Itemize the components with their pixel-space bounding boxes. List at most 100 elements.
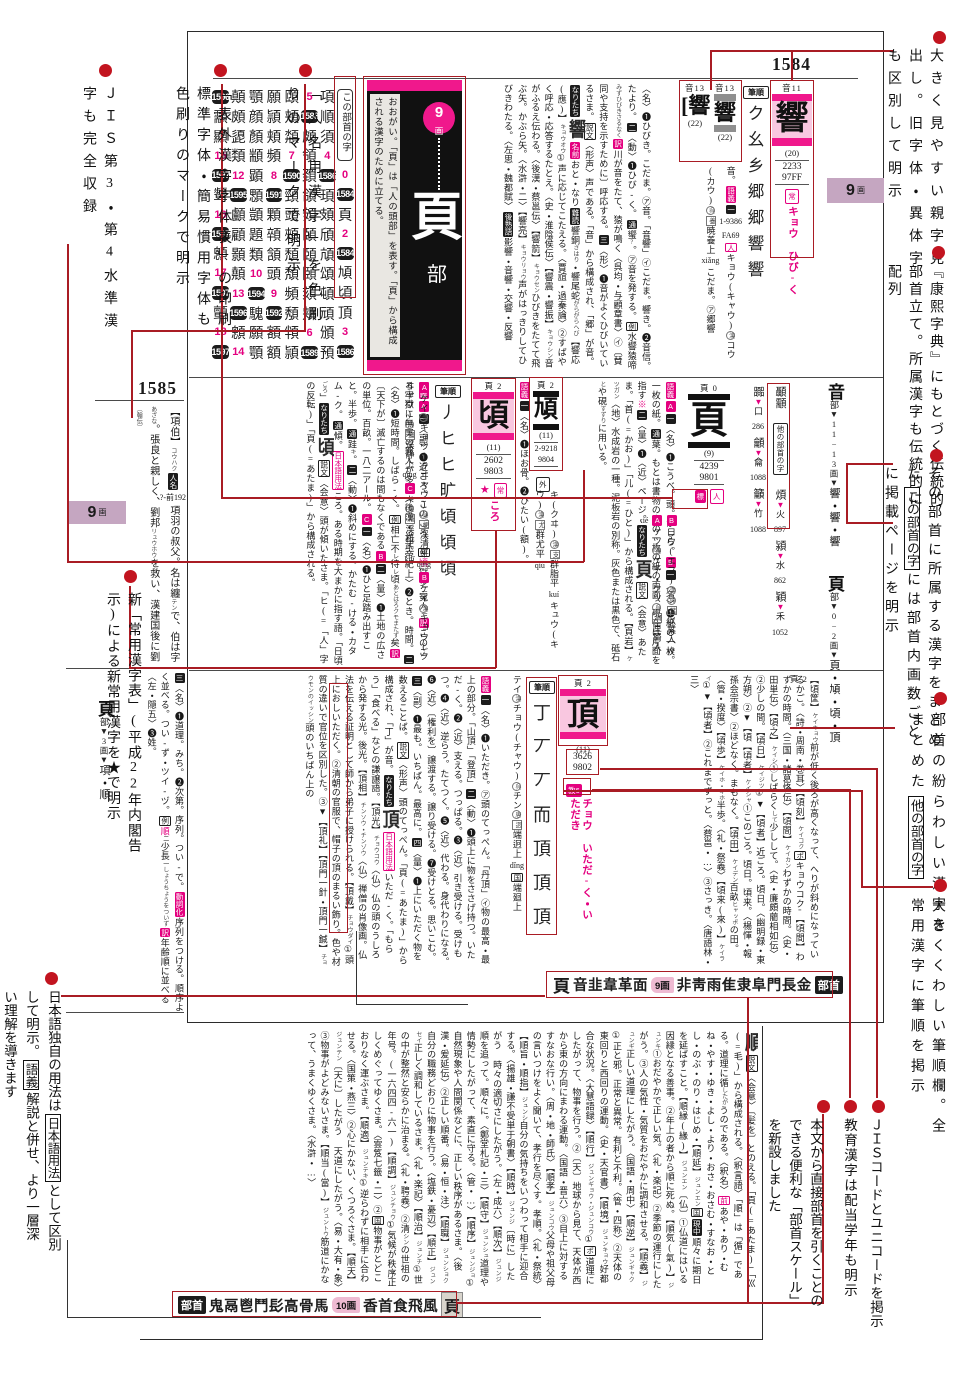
text-run: 日本語用法 — [383, 831, 396, 872]
cell-value: 頻 — [284, 287, 299, 304]
text-run: ケイカン — [783, 844, 790, 869]
text-run: 呉 — [405, 420, 415, 430]
text-run: 【順序】 — [465, 1215, 476, 1249]
radical-scale-bottom: 部首 鬼鬲鬯鬥髟高骨馬 10画 香首食飛風 頁 — [174, 1292, 468, 1318]
text-run: 順 — [742, 1031, 758, 1054]
hashira-right-top: 音部▼11−13画▼響・響・響 — [822, 383, 847, 563]
cell-value: 頎 — [320, 227, 335, 244]
text-run: ヒャッポ — [730, 901, 737, 926]
kanji-table-cell: 顬 — [212, 107, 230, 127]
cell-value: 1597 — [212, 229, 231, 239]
stroke-step: 頃 — [439, 507, 457, 526]
kyo-jis-code: 2233 — [782, 162, 802, 172]
kyu-total-strokes: (11) — [539, 430, 553, 440]
annotation-runs: 部首の紛らわしい漢字をまとめた他の部首の字 — [908, 712, 945, 938]
cell-value: 1590 — [282, 170, 302, 181]
rule-left-page-top — [95, 400, 184, 401]
kanji-table-header: この部首の字 — [337, 89, 354, 161]
cell-value: 1596 — [229, 308, 248, 319]
kanji-table-cell: 10 — [247, 264, 265, 284]
kyo-kun-reading: ひび-く — [787, 250, 798, 296]
text-run: 前が低く後ろが高くなって、へりが斜めになっているかご。〈詩・周南・巻耳〉 — [794, 675, 819, 959]
cell-value: 頮 — [284, 129, 299, 146]
text-run: 訳 — [613, 139, 624, 149]
other-radical-radical: 禾 — [775, 612, 785, 622]
text-run: の世祖の年号。(一六四四-六一) — [386, 1031, 410, 1283]
text-run: 迥 — [512, 820, 523, 830]
variant-corner-label: 音13 — [714, 83, 735, 93]
text-run: 〈量〉❶土地の広さの単位。百畝。一八二アール。 — [361, 381, 386, 660]
stroke-step: 頂 — [533, 873, 551, 893]
text-run: 【順行】 — [584, 1129, 595, 1164]
annotation-run: 大きく見やすい親字見出し。旧字体・異体字も区別して明示 — [886, 48, 943, 273]
text-run: ①世の中が整然と安らかに治まる。〈礼・聘義〉②清 — [399, 1031, 423, 1285]
text-run: 好都合な状況。〈大慧語録〉 — [584, 1031, 609, 1284]
cell-value: 17 — [214, 268, 226, 279]
text-run: チョウモンのイッシン — [306, 675, 326, 966]
text-run: 端迥上 — [511, 830, 522, 859]
kyo-unicode: 97FF — [781, 172, 803, 183]
kanji-table-cell: 1596 — [229, 306, 248, 320]
kanji-table-cell: 顰 — [212, 185, 230, 205]
other-radical-page: 897 — [774, 525, 786, 535]
kanji-table-cell: 顥 — [229, 244, 247, 264]
text-run: キョウオウ — [558, 123, 565, 154]
text-run: 【順孝】 — [544, 1167, 555, 1201]
cell-value: 頤 — [302, 247, 317, 264]
text-run: して — [770, 810, 777, 823]
annotation-run: 他の部首の字 — [908, 796, 924, 880]
text-run: ? — [628, 239, 635, 246]
annotation-run: 『康熙字典』にもとづく伝統的部首立て。所属漢字も伝統的に配列 — [886, 264, 943, 509]
annotation-bullet — [872, 1100, 885, 1113]
text-run: 年齢順に並べる〈左・隠五〉❸姓。 — [146, 672, 170, 1005]
text-run: ※ — [636, 399, 647, 410]
connector-line — [710, 50, 712, 90]
cell-value: 1596 — [212, 92, 231, 102]
kanji-table-cell: 頃 — [336, 283, 354, 303]
text-run: 頃 — [314, 436, 334, 459]
kanji-table-cell: 顔 — [247, 107, 265, 127]
connector-line — [846, 522, 893, 524]
text-run: 。㋐音を発する。 — [626, 245, 637, 321]
black-band — [688, 394, 730, 400]
text-run: キュウ(キウ) — [534, 490, 559, 649]
text-run: ?-前192 — [159, 492, 186, 502]
text-run: ジュンコウ — [546, 1200, 553, 1231]
text-run: 〈会意〉頭が傾いたさま。「ヒ(=「人」 — [318, 478, 329, 655]
kanji-table-cell: 類 — [247, 245, 265, 265]
text-run: 〈量〉❶〈近〉ページ。 — [636, 420, 647, 525]
text-run: 三 — [412, 676, 423, 686]
kanji-table-cell: 頷 — [265, 244, 283, 264]
text-run: ①▼【頃者】②これまでずっと。〈蔡邕・…〉③さっき。〈唐語林・三〉 — [689, 675, 713, 967]
pink-band — [560, 732, 606, 739]
banner-stroke-num: 9 — [434, 104, 444, 121]
other-radical-glyph: 嚻 — [752, 386, 764, 398]
cell-value: 1586 — [336, 346, 355, 357]
text-run: ・響尾蛇 — [569, 262, 580, 301]
kanji-table-column: 1596顬顯151597顰161597顖171597顫181597 — [212, 87, 230, 375]
cell-value: 頁 — [337, 207, 353, 224]
cell-value: 顏 — [248, 129, 264, 146]
cell-value: 1584 — [336, 189, 355, 200]
cell-value: 13 — [232, 287, 245, 300]
kanji-table-cell: 頬 — [301, 303, 319, 323]
kanji-table-cell: 頴 — [265, 107, 283, 127]
kanji-table-cell: 1586 — [318, 168, 337, 183]
text-run: このごろ牢獄に無実の罪人が多い〈後漢・光武帝紀上〉❷とき。時間。 — [403, 381, 428, 657]
ketsu-article-body: 語義A一〈名〉❶こうべ。頭。かしら。B一〈名〉❶紙の一枚。一枚の紙。通葉。もとは… — [565, 381, 677, 666]
ketsu-unicode: 9801 — [699, 472, 719, 483]
cell-value: 顋 — [248, 188, 264, 205]
text-run: コウ(カウ) — [705, 166, 736, 360]
cho-kun-reading: いただ-く・いただき — [569, 798, 592, 920]
stroke-step: ヒ — [439, 429, 457, 448]
joyo-mark: 常 — [493, 483, 508, 498]
cell-value: 頂 — [337, 305, 353, 322]
text-run: 〈量〉❶上にいただく物を数えることば。 — [397, 675, 422, 962]
text-run: B — [375, 551, 386, 563]
text-run: ジュンエン — [693, 1176, 700, 1207]
text-run: しょうちょうをついず — [161, 866, 168, 927]
rule-row2 — [189, 670, 883, 671]
text-run: 蠁 — [626, 230, 637, 240]
